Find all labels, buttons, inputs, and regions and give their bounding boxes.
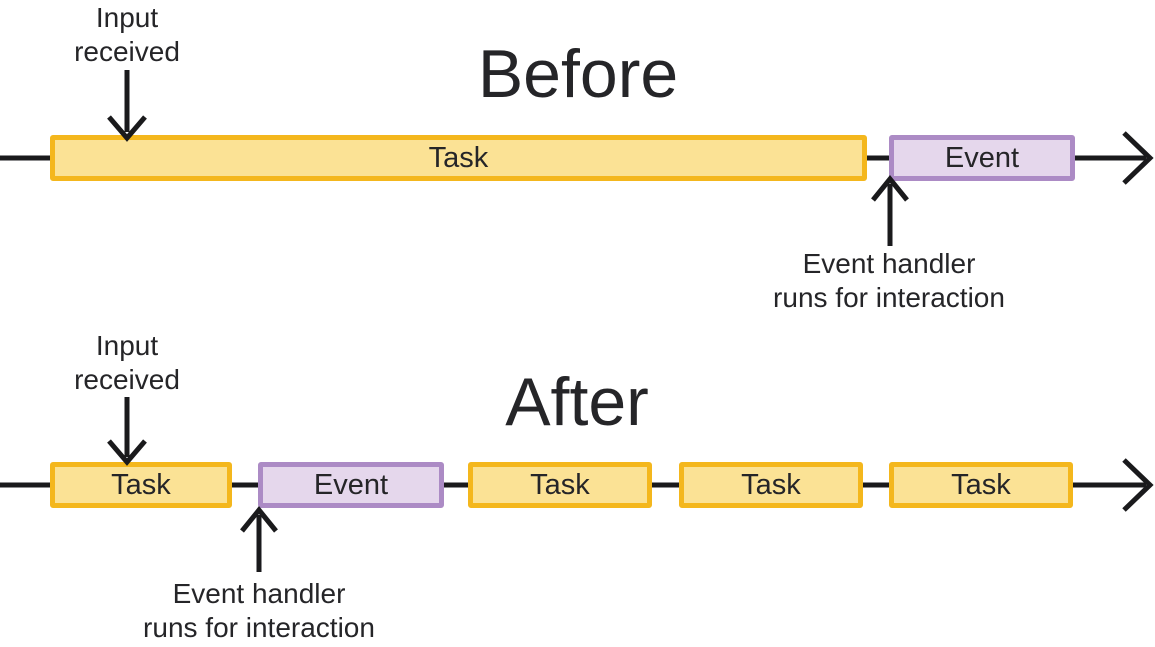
before-handler-arrow-icon [871,175,909,246]
before-timeline-arrowhead-icon [1122,131,1154,185]
after-handler-arrow-icon [240,506,278,572]
after-handler-label: Event handler runs for interaction [143,578,375,643]
after-input-arrow-icon [107,397,147,466]
after-event-box: Event [258,462,444,508]
before-input-arrow-icon [107,70,147,142]
after-task-box-1: Task [50,462,232,508]
after-task-box-2: Task [468,462,652,508]
after-task-box-4: Task [889,462,1073,508]
after-title: After [505,364,649,440]
after-task-box-3: Task [679,462,863,508]
after-input-label: Input received [74,330,180,395]
after-timeline-arrowhead-icon [1122,458,1154,512]
before-task-box: Task [50,135,867,181]
before-handler-label: Event handler runs for interaction [773,248,1005,313]
before-input-label: Input received [74,2,180,67]
before-event-box: Event [889,135,1075,181]
before-title: Before [477,36,679,112]
